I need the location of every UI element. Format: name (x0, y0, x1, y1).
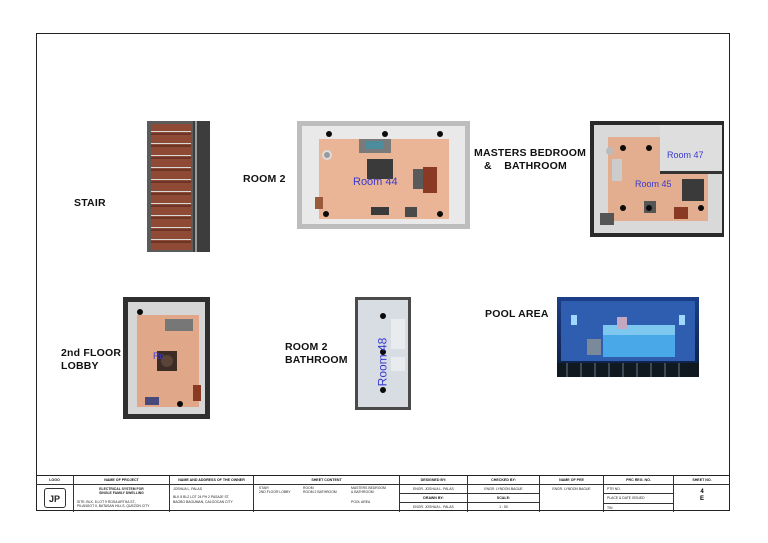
tb-prc-header: PRC REG. NO. (604, 476, 673, 485)
logo: JP (43, 488, 66, 508)
label-lobby-line1: 2nd FLOOR (61, 347, 122, 359)
tb-sheet: SHEET NO. 4 E (674, 476, 730, 512)
tb-content-col2: ROOM ROOM 2 BATHROOM (303, 486, 337, 495)
tb-sheet-number: 4 (700, 489, 704, 495)
tb-content-col1: STAIR 2ND FLOOR LOBBY (259, 486, 291, 495)
tb-designed: DESIGNED BY: ENGR. JOSHUA L. PALAS DRAWN… (400, 476, 468, 512)
room-tag-lobby: Ro (153, 351, 165, 361)
tb-drawn-header: DRAWN BY: (400, 493, 467, 504)
tb-tin-label: TIN (607, 505, 613, 510)
tb-checked: CHECKED BY: ENGR. LYNDON BAGUE SCALE: 1 … (468, 476, 540, 512)
stair-illustration (147, 121, 210, 252)
light-fixture-icon (646, 205, 652, 211)
tb-owner-header: NAME AND ADDRESS OF THE OWNER (170, 476, 253, 485)
tb-content-header: SHEET CONTENT (254, 476, 399, 485)
tb-owner-name: JOSHUA L. PALAS (173, 487, 202, 491)
title-block: LOGO JP NAME OF PROJECT ELECTRICAL SYSTE… (36, 475, 730, 512)
light-fixture-icon (620, 145, 626, 151)
label-room2-bath-line1: ROOM 2 (285, 341, 328, 353)
light-fixture-icon (177, 401, 183, 407)
lobby-illustration (123, 297, 210, 419)
light-fixture-icon (380, 387, 386, 393)
light-fixture-icon (620, 205, 626, 211)
tb-project-title: ELECTRICAL SYSTEM FOR SINGLE FAMILY DWEL… (99, 487, 144, 496)
light-fixture-icon (380, 349, 386, 355)
tb-designed-header: DESIGNED BY: (400, 476, 467, 485)
tb-project-header: NAME OF PROJECT (74, 476, 169, 485)
tb-content-col4: POOL AREA (351, 500, 371, 504)
label-pool: POOL AREA (485, 308, 549, 320)
tb-designed-name: ENGR. JOSHUA L. PALAS (413, 487, 454, 491)
render-lobby: Ro (123, 297, 210, 419)
light-fixture-icon (698, 205, 704, 211)
tb-sheet-header: SHEET NO. (674, 476, 730, 485)
label-masters-line2: & BATHROOM (484, 160, 567, 172)
tb-logo-header: LOGO (36, 476, 73, 485)
room-tag-47: Room 47 (667, 150, 704, 160)
tb-owner-address: BLK 8 BL2 LOT 24 PH 2 PASAJE ST. BAGBO B… (173, 495, 233, 504)
room-tag-48: Room 48 (375, 337, 390, 387)
tb-owner: NAME AND ADDRESS OF THE OWNER JOSHUA L. … (170, 476, 254, 512)
light-fixture-icon (646, 145, 652, 151)
drawing-sheet (36, 33, 730, 511)
room-tag-44: Room 44 (353, 176, 398, 188)
tb-checked-name: ENGR. LYNDON BAGUE (484, 487, 523, 491)
tb-prc: PRC REG. NO. PTR NO. PLACE & DATE ISSUED… (604, 476, 674, 512)
light-fixture-icon (437, 211, 443, 217)
tb-project: NAME OF PROJECT ELECTRICAL SYSTEM FOR SI… (74, 476, 170, 512)
render-pool (557, 297, 699, 377)
light-fixture-icon (382, 131, 388, 137)
tb-ptr-label: PTR NO. (604, 485, 673, 495)
render-stair (147, 121, 210, 252)
label-stair: STAIR (74, 197, 106, 209)
tb-drawn-name: ENGR. JOSHUA L. PALAS (413, 505, 454, 510)
tb-checked-header: CHECKED BY: (468, 476, 539, 485)
tb-content-col3: MASTERS BEDROOM & BATHROOM (351, 486, 386, 495)
label-room2: ROOM 2 (243, 173, 286, 185)
tb-project-site: SITE: BLK. 8 LOT 9 ROSA ARTHA ST., PILAN… (77, 499, 150, 509)
render-room-45-47: Room 47 Room 45 (590, 121, 724, 237)
light-fixture-icon (137, 309, 143, 315)
tb-pee-name: ENGR. LYNDON BAGUE (552, 487, 591, 491)
tb-sheet-letter: E (699, 496, 704, 502)
tb-pee: NAME OF PEE ENGR. LYNDON BAGUE (540, 476, 604, 512)
light-fixture-icon (323, 211, 329, 217)
label-lobby-line2: LOBBY (61, 360, 99, 372)
light-fixture-icon (380, 313, 386, 319)
tb-scale-value: 1 : 50 (499, 505, 508, 510)
label-masters-line1: MASTERS BEDROOM (474, 147, 587, 159)
light-fixture-icon (326, 131, 332, 137)
light-fixture-icon (437, 131, 443, 137)
label-room2-bath-line2: BATHROOM (285, 354, 348, 366)
render-room-44: Room 44 (297, 121, 470, 229)
tb-scale-header: SCALE: (468, 493, 539, 504)
logo-text: JP (48, 494, 60, 504)
pool-illustration (557, 297, 699, 377)
render-room-48: Room 48 (355, 297, 411, 410)
tb-place-label: PLACE & DATE ISSUED (604, 494, 673, 504)
room-tag-45: Room 45 (635, 179, 672, 189)
tb-content: SHEET CONTENT STAIR 2ND FLOOR LOBBY ROOM… (254, 476, 400, 512)
tb-logo: LOGO JP (36, 476, 74, 512)
tb-pee-header: NAME OF PEE (540, 476, 603, 485)
